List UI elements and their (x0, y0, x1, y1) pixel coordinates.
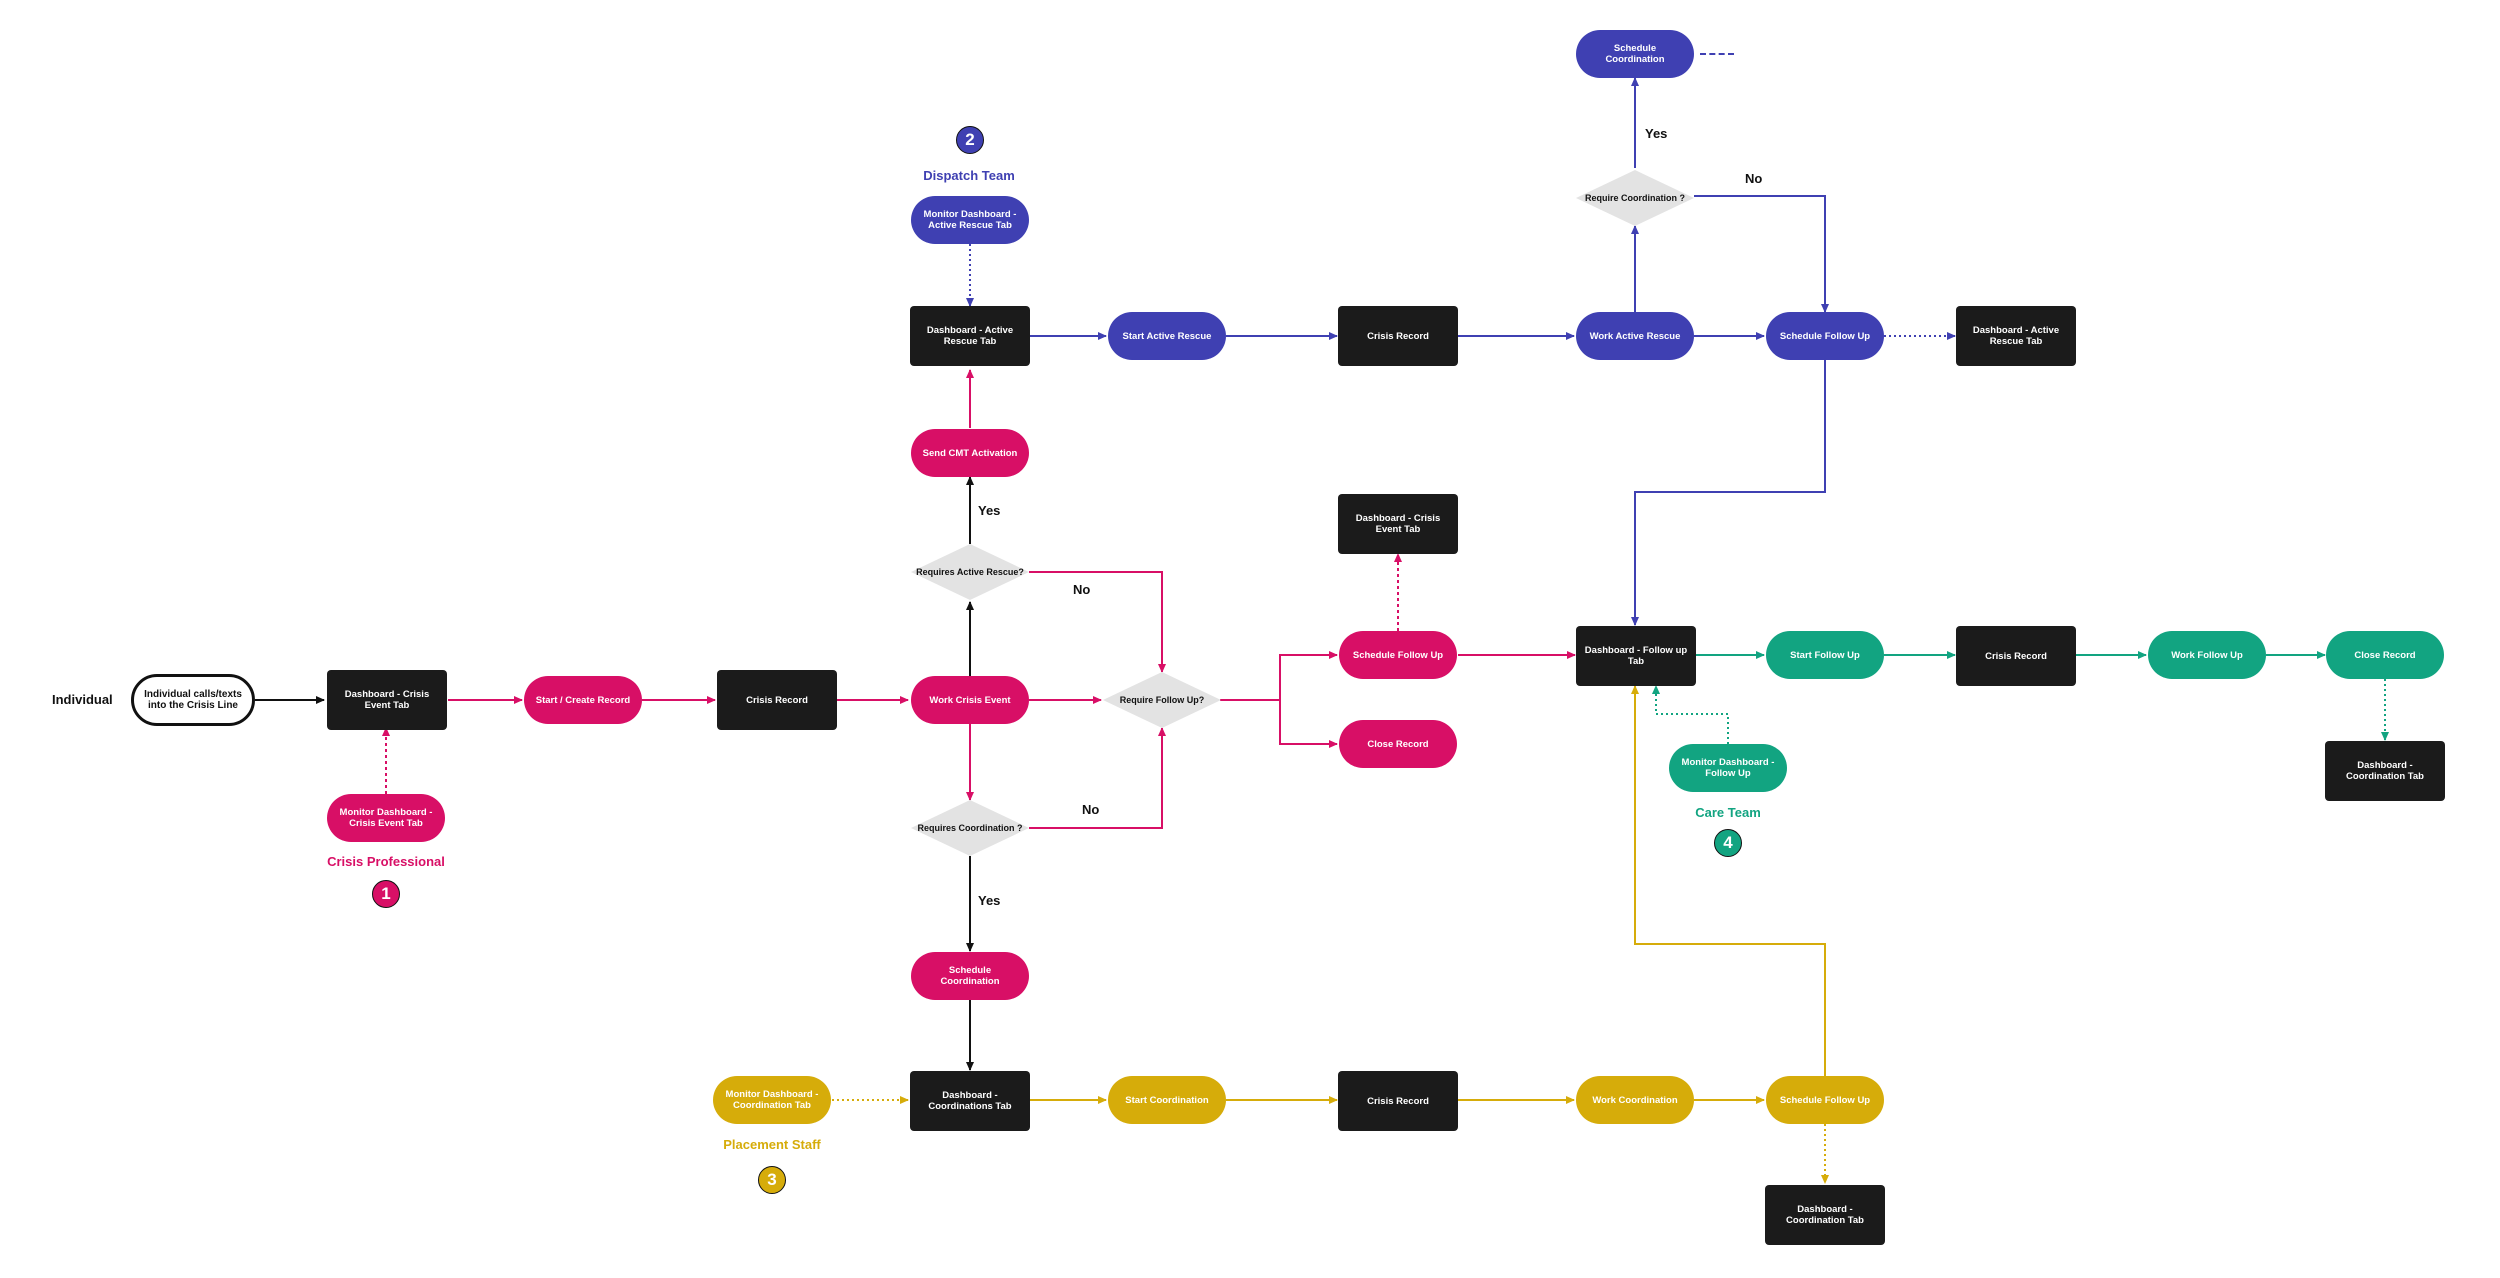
individual-label: Individual (52, 692, 113, 707)
crisis-record-node[interactable]: Crisis Record (1338, 1071, 1458, 1131)
team-badge-care: 4 (1714, 829, 1742, 857)
dashboard-coordination-node[interactable]: Dashboard - Coordination Tab (2325, 741, 2445, 801)
decision-require-coordination[interactable]: Require Coordination ? (1576, 170, 1694, 226)
continuation-dash (1700, 53, 1734, 55)
team-label-dispatch: Dispatch Team (923, 168, 1015, 183)
edge-label-yes: Yes (978, 503, 1001, 518)
monitor-crisis-event-node[interactable]: Monitor Dashboard - Crisis Event Tab (327, 794, 445, 842)
edge-label-no: No (1745, 171, 1763, 186)
dashboard-coordinations-node[interactable]: Dashboard - Coordinations Tab (910, 1071, 1030, 1131)
schedule-coordination-node[interactable]: Schedule Coordination (1576, 30, 1694, 78)
team-label-placement: Placement Staff (723, 1137, 821, 1152)
schedule-follow-up-node[interactable]: Schedule Follow Up (1766, 312, 1884, 360)
dashboard-follow-up-node[interactable]: Dashboard - Follow up Tab (1576, 626, 1696, 686)
team-badge-placement: 3 (758, 1166, 786, 1194)
edge-label-no: No (1082, 802, 1100, 817)
work-follow-up-node[interactable]: Work Follow Up (2148, 631, 2266, 679)
schedule-follow-up-node[interactable]: Schedule Follow Up (1766, 1076, 1884, 1124)
team-badge-dispatch: 2 (956, 126, 984, 154)
team-label-care: Care Team (1695, 805, 1761, 820)
close-record-node[interactable]: Close Record (2326, 631, 2444, 679)
start-follow-up-node[interactable]: Start Follow Up (1766, 631, 1884, 679)
edge-label-yes: Yes (978, 893, 1001, 908)
team-badge-crisis: 1 (372, 880, 400, 908)
edge-label-no: No (1073, 582, 1091, 597)
decision-requires-active-rescue[interactable]: Requires Active Rescue? (911, 544, 1029, 600)
crisis-record-node[interactable]: Crisis Record (1338, 306, 1458, 366)
decision-label: Requires Active Rescue? (916, 566, 1024, 577)
start-create-record-node[interactable]: Start / Create Record (524, 676, 642, 724)
close-record-node[interactable]: Close Record (1339, 720, 1457, 768)
monitor-active-rescue-node[interactable]: Monitor Dashboard - Active Rescue Tab (911, 196, 1029, 244)
dashboard-crisis-event-node[interactable]: Dashboard - Crisis Event Tab (1338, 494, 1458, 554)
schedule-coordination-node[interactable]: Schedule Coordination (911, 952, 1029, 1000)
dashboard-coordination-node[interactable]: Dashboard - Coordination Tab (1765, 1185, 1885, 1245)
monitor-follow-up-node[interactable]: Monitor Dashboard - Follow Up (1669, 744, 1787, 792)
decision-label: Requires Coordination ? (917, 822, 1023, 833)
decision-requires-coordination[interactable]: Requires Coordination ? (911, 800, 1029, 856)
start-active-rescue-node[interactable]: Start Active Rescue (1108, 312, 1226, 360)
send-cmt-activation-node[interactable]: Send CMT Activation (911, 429, 1029, 477)
team-label-crisis: Crisis Professional (327, 854, 445, 869)
crisis-record-node[interactable]: Crisis Record (1956, 626, 2076, 686)
monitor-coordination-node[interactable]: Monitor Dashboard - Coordination Tab (713, 1076, 831, 1124)
schedule-follow-up-node[interactable]: Schedule Follow Up (1339, 631, 1457, 679)
dashboard-active-rescue-node[interactable]: Dashboard - Active Rescue Tab (910, 306, 1030, 366)
edge-label-yes: Yes (1645, 126, 1668, 141)
work-coordination-node[interactable]: Work Coordination (1576, 1076, 1694, 1124)
decision-label: Require Coordination ? (1585, 192, 1685, 203)
work-active-rescue-node[interactable]: Work Active Rescue (1576, 312, 1694, 360)
dashboard-crisis-event-node[interactable]: Dashboard - Crisis Event Tab (327, 670, 447, 730)
dashboard-active-rescue-node[interactable]: Dashboard - Active Rescue Tab (1956, 306, 2076, 366)
start-coordination-node[interactable]: Start Coordination (1108, 1076, 1226, 1124)
crisis-record-node[interactable]: Crisis Record (717, 670, 837, 730)
decision-require-follow-up[interactable]: Require Follow Up? (1103, 672, 1221, 728)
decision-label: Require Follow Up? (1119, 694, 1205, 705)
work-crisis-event-node[interactable]: Work Crisis Event (911, 676, 1029, 724)
start-node-call[interactable]: Individual calls/texts into the Crisis L… (131, 674, 255, 726)
